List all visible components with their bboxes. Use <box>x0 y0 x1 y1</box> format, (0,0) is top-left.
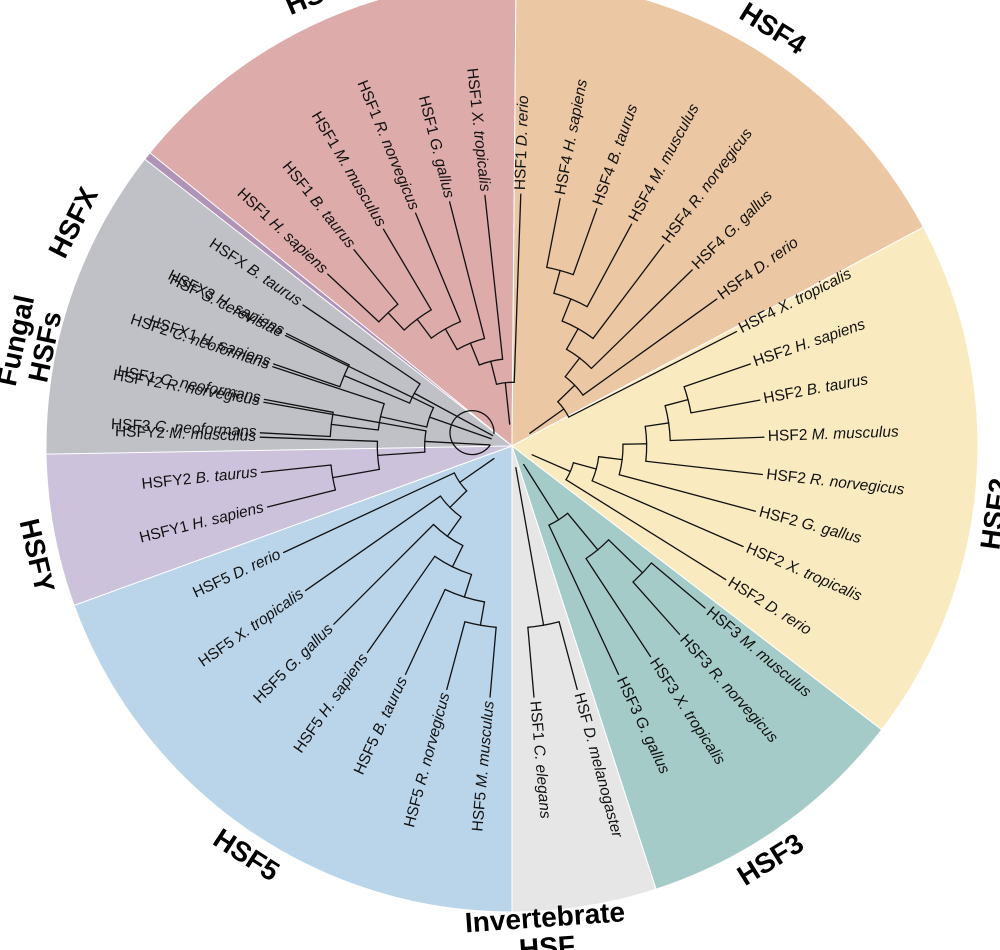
branch-hsf2 <box>664 399 689 407</box>
branch-hsf5 <box>449 490 468 509</box>
leaf-label: HSFY2 B. taurus <box>141 464 259 493</box>
branch-hsf2 <box>565 479 727 581</box>
branch-hsf4 <box>568 330 738 418</box>
branch-hsf2 <box>645 460 764 476</box>
branch-invertebrate <box>558 621 578 691</box>
branch-hsfx <box>343 374 411 404</box>
branch-hsf5 <box>404 588 446 676</box>
branch-hsf1 <box>387 312 405 331</box>
branch-hsf2 <box>572 462 597 470</box>
branch-hsf5 <box>282 472 455 554</box>
branch-hsfy <box>263 401 427 432</box>
branch-hsf5 <box>479 601 486 626</box>
branch-hsf3 <box>585 557 652 658</box>
branch-hsf2 <box>669 436 765 442</box>
branch-hsfx <box>413 392 494 437</box>
branch-invertebrate <box>515 467 545 626</box>
branch-hsf1 <box>353 249 399 305</box>
sector-invertebrate <box>511 445 657 913</box>
branch-hsf2 <box>531 454 571 473</box>
branch-hsf5 <box>304 495 442 592</box>
branch-hsf3 <box>548 524 620 676</box>
branch-hsf1 <box>382 228 432 311</box>
leaf-label: HSF1 C. elegans <box>526 700 553 819</box>
leaf-label: HSF3 C. neoformans <box>111 416 258 441</box>
branch-hsfy <box>377 451 426 457</box>
branch-hsf1 <box>416 318 432 339</box>
branch-fungal <box>263 398 334 413</box>
branch-hsf1 <box>444 328 458 351</box>
sector-hsf5 <box>73 445 513 913</box>
branch-hsf4 <box>590 269 693 370</box>
sector-hsf3 <box>511 444 883 890</box>
branch-hsf3 <box>650 562 706 609</box>
leaf-label: HSFY2 M. musculus <box>115 423 257 445</box>
branch-hsf5 <box>446 516 462 537</box>
clade-sectors <box>45 0 979 913</box>
branch-hsfy <box>332 468 381 479</box>
branch-hsf5 <box>489 626 497 698</box>
clade-label-hsf2: HSF2 <box>975 476 1000 551</box>
branch-hsf1 <box>484 194 504 360</box>
branch-hsf4 <box>586 223 633 308</box>
branch-root <box>449 409 495 456</box>
branch-hsf4 <box>565 328 579 350</box>
sector-hsf1 <box>144 0 517 448</box>
sector-hsf2 <box>511 226 979 731</box>
branch-fungal <box>330 423 379 431</box>
branch-hsf5 <box>333 523 435 625</box>
branch-hsf2 <box>644 422 670 428</box>
branch-hsf2 <box>683 363 751 388</box>
branch-hsf1 <box>469 342 480 366</box>
leaf-label: HSF2 M. musculus <box>768 424 900 446</box>
branch-hsf1 <box>414 212 462 323</box>
branch-hsf3 <box>523 463 560 521</box>
branch-hsfy <box>424 440 491 446</box>
branch-fungal <box>272 366 385 405</box>
leaf-label: HSF1 D. rerio <box>512 95 532 191</box>
sector-fungal <box>45 158 514 455</box>
branch-hsf2 <box>618 474 757 512</box>
branch-hsf4 <box>557 384 576 403</box>
branch-hsf2 <box>690 399 761 414</box>
branch-hsf1 <box>327 273 380 323</box>
branch-hsf2 <box>591 480 744 548</box>
branch-hsf4 <box>582 298 718 396</box>
branch-hsf4 <box>546 197 561 268</box>
branch-fungal <box>259 432 331 438</box>
branch-hsf5 <box>366 555 436 654</box>
branch-hsf2 <box>598 456 623 461</box>
branch-hsfy <box>266 489 337 508</box>
tree-branches <box>259 193 765 698</box>
branch-hsfx <box>273 363 341 388</box>
branch-invertebrate <box>527 626 535 698</box>
branch-hsfx <box>302 304 421 385</box>
sector-hsf4 <box>511 0 925 447</box>
branch-hsfy <box>260 464 332 473</box>
branch-hsf4 <box>572 208 598 276</box>
branch-hsf4 <box>564 357 581 378</box>
branch-hsf4 <box>592 244 665 340</box>
branch-hsf3 <box>566 512 599 551</box>
branch-hsf5 <box>459 457 495 484</box>
branch-hsf5 <box>463 573 473 598</box>
branch-hsf5 <box>451 544 464 568</box>
branch-fungal <box>428 416 492 440</box>
branch-hsf1 <box>504 382 511 425</box>
branch-hsf4 <box>561 298 572 322</box>
branch-hsf1 <box>490 360 498 385</box>
branch-hsf4 <box>553 269 561 294</box>
branch-hsf1 <box>513 193 522 384</box>
branch-fungal <box>284 334 435 409</box>
branch-hsfy <box>259 436 379 442</box>
branch-hsf5 <box>446 621 466 691</box>
branch-hsfx <box>285 332 350 366</box>
branch-hsf3 <box>607 539 644 574</box>
branch-hsf4 <box>529 408 565 434</box>
branch-fungal <box>379 416 428 428</box>
branch-hsf3 <box>632 581 681 635</box>
branch-hsf1 <box>448 201 486 340</box>
